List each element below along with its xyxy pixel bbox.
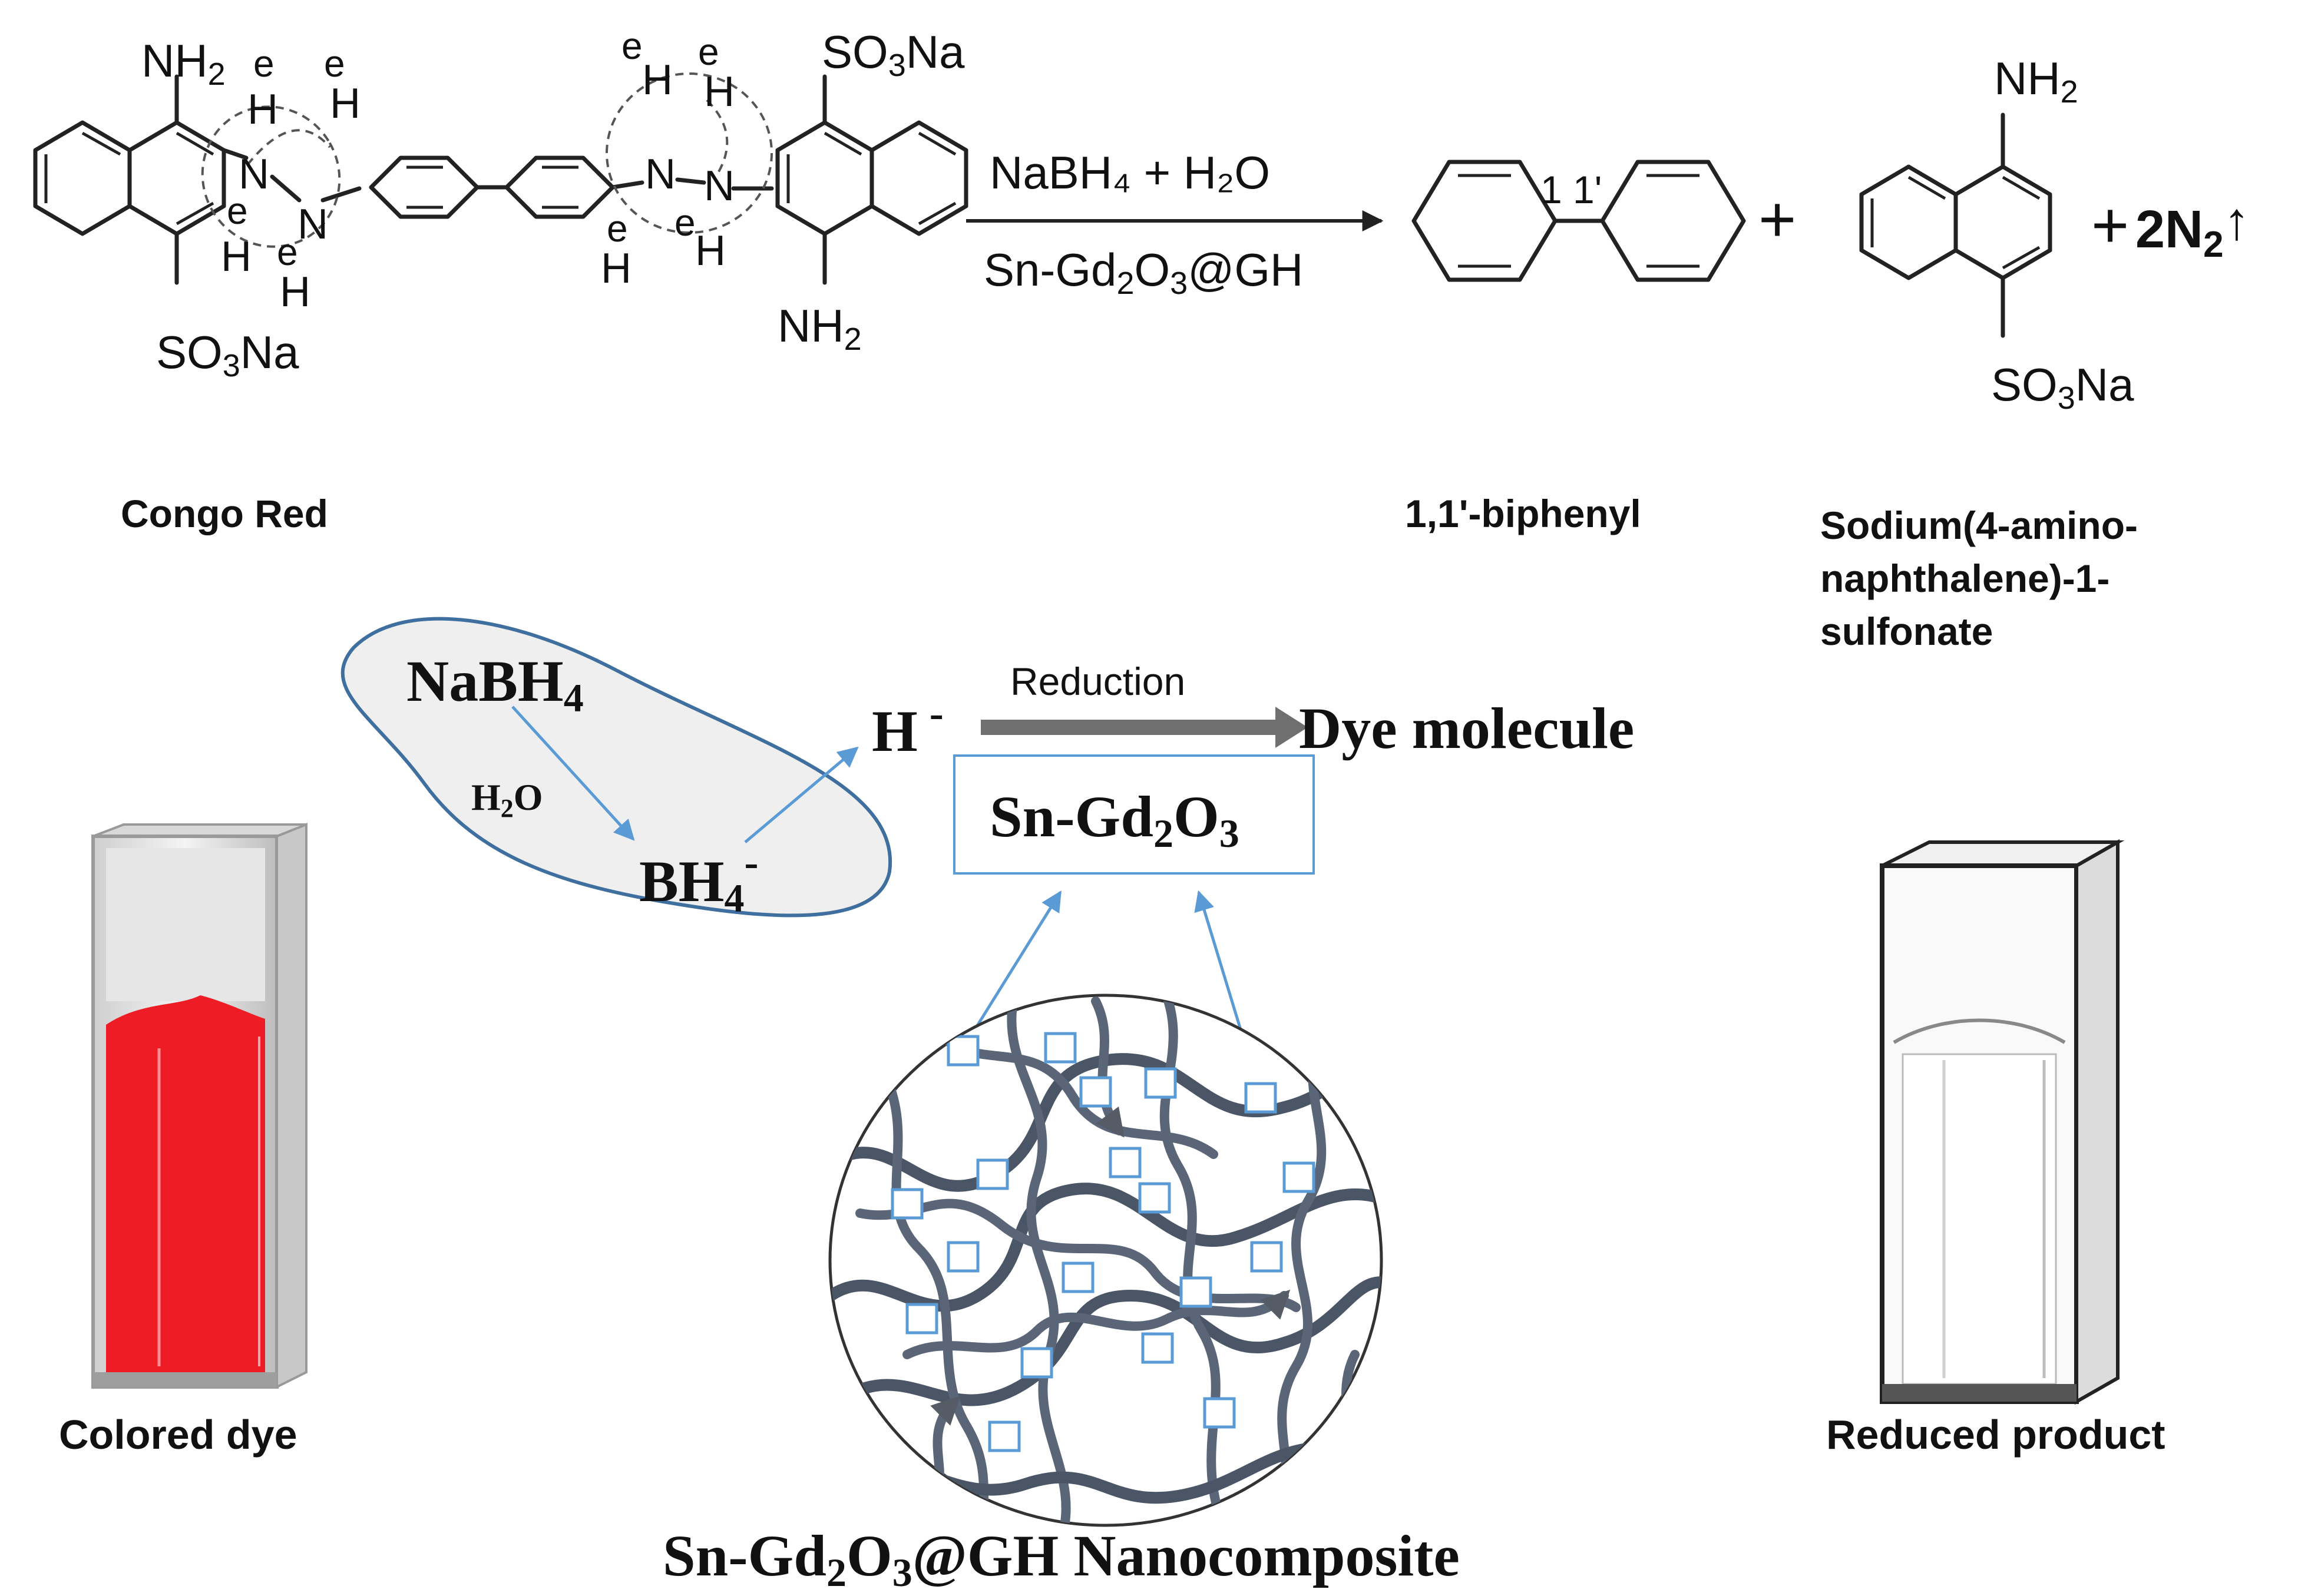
n-atom-label: N [704, 163, 735, 210]
plus-sign: + [1758, 183, 1796, 256]
sulfonate-structure: NH2 SO3Na [1859, 52, 2134, 416]
dye-molecule-label: Dye molecule [1299, 696, 1634, 761]
so3na-label: SO3Na [1991, 359, 2134, 416]
h-atom-label: H [247, 86, 278, 133]
electron-label: e [698, 31, 719, 73]
so3na-label: SO3Na [156, 326, 299, 383]
catalyst-box [953, 754, 1315, 875]
h-atom-label: H [330, 80, 361, 127]
congo-red-structure: NH2 SO3Na SO3Na NH2 N N N N H H H H H H … [33, 25, 968, 383]
h-atom-label: H [695, 227, 726, 274]
plus-sign: + [2091, 189, 2129, 261]
reduced-product-cuvette [1880, 839, 2125, 1405]
h-atom-label: H [280, 269, 310, 316]
nabh4-blob [340, 617, 892, 918]
reduction-arrow-shaft [981, 720, 1275, 735]
n-atom-label: N [239, 151, 269, 198]
hydride-label: H- [872, 690, 944, 764]
sulfonate-name-line2: naphthalene)-1- [1820, 557, 2109, 600]
support-arrow [961, 890, 1062, 1049]
colored-dye-cuvette [91, 823, 307, 1389]
nitrogen-product: 2N2↑ [2135, 192, 2250, 265]
h-atom-label: H [642, 57, 673, 104]
electron-label: e [607, 207, 628, 250]
nanocomposite-label: Sn-Gd2O3@GH Nanocomposite [663, 1523, 1460, 1595]
biphenyl-name: 1,1'-biphenyl [1405, 492, 1641, 535]
biphenyl-structure: 1 1' [1411, 160, 1746, 282]
h-atom-label: H [221, 233, 252, 280]
h-atom-label: H [601, 245, 631, 292]
colored-dye-label: Colored dye [59, 1412, 297, 1458]
so3na-label: SO3Na [822, 26, 965, 83]
bh4-label: BH4- [639, 839, 758, 920]
reagent-bottom-label: Sn-Gd2O3@GH [984, 244, 1303, 301]
electron-label: e [227, 190, 248, 232]
electron-label: e [253, 42, 275, 85]
biphenyl-locants: 1 1' [1540, 168, 1602, 211]
reduction-label: Reduction [1010, 660, 1185, 703]
n-atom-label: N [645, 151, 676, 198]
h2o-label: H2O [471, 776, 543, 823]
hydride-arrow [744, 746, 859, 843]
nabh4-label: NaBH4 [406, 648, 584, 720]
reduction-arrow-head [1275, 707, 1308, 748]
dye-liquid [106, 995, 265, 1375]
reduced-product-label: Reduced product [1826, 1412, 2165, 1458]
nh2-label: NH2 [778, 300, 862, 357]
nh2-label: NH2 [141, 35, 226, 92]
sulfonate-name-line3: sulfonate [1820, 610, 1993, 653]
electron-label: e [324, 42, 345, 85]
electron-label: e [674, 201, 696, 244]
n-atom-label: N [297, 201, 328, 248]
nanocomposite-network [828, 994, 1383, 1527]
h-atom-label: H [704, 68, 735, 115]
congo-red-name: Congo Red [121, 492, 328, 535]
catalyst-label: Sn-Gd2O3 [990, 784, 1239, 856]
nh2-label: NH2 [1994, 52, 2078, 110]
water-arrow [511, 706, 635, 841]
reagent-top-label: NaBH₄ + H₂O [990, 147, 1270, 198]
electron-label: e [277, 231, 298, 273]
sulfonate-name-line1: Sodium(4-amino- [1820, 504, 2138, 547]
electron-label: e [621, 25, 643, 67]
